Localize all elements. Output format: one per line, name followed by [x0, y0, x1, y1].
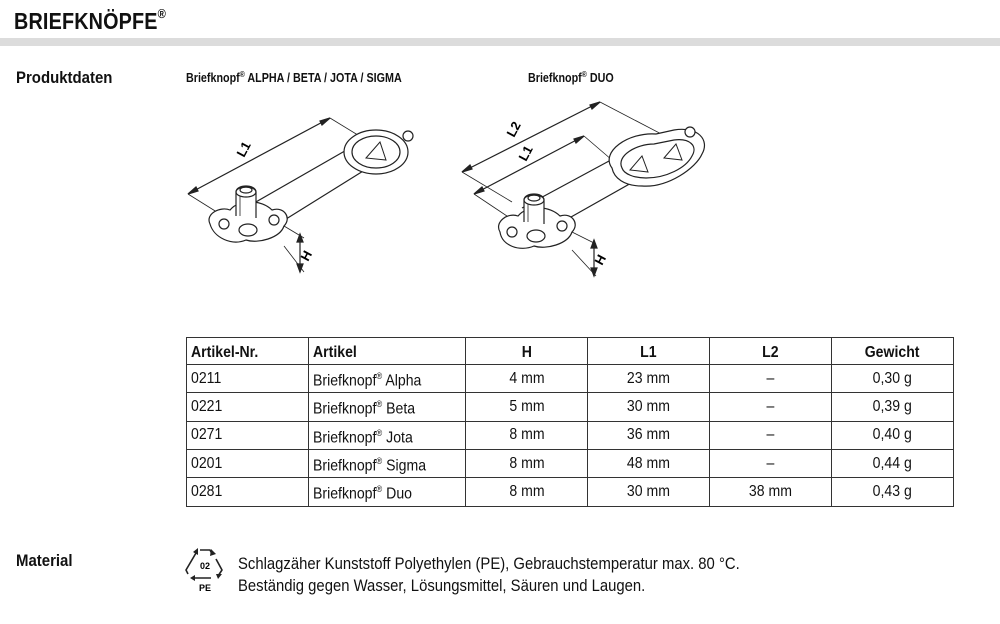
- column-header-gewicht: Gewicht: [831, 337, 954, 365]
- cell-artikel: Briefknopf® Duo: [308, 477, 466, 507]
- table-row: 0201 Briefknopf® Sigma 8 mm 48 mm – 0,44…: [186, 449, 954, 479]
- table-row: 0221 Briefknopf® Beta 5 mm 30 mm – 0,39 …: [186, 392, 954, 422]
- cell-h: 8 mm: [465, 477, 588, 507]
- briefknopf-drawing-duo: L2 L1 H: [461, 101, 705, 278]
- cell-artikel-nr: 0271: [186, 421, 309, 450]
- column-header-artikel: Artikel: [308, 337, 466, 365]
- cell-l1: 23 mm: [587, 364, 710, 394]
- cell-gewicht: 0,40 g: [831, 421, 954, 450]
- table-header-row: Artikel-Nr. Artikel H L1 L2 Gewicht: [186, 337, 954, 365]
- cell-artikel: Briefknopf® Beta: [308, 392, 466, 422]
- cell-h: 8 mm: [465, 449, 588, 479]
- table-row: 0281 Briefknopf® Duo 8 mm 30 mm 38 mm 0,…: [186, 477, 954, 507]
- cell-artikel-nr: 0211: [186, 364, 309, 394]
- column-header-l1: L1: [587, 337, 710, 365]
- table-row: 0271 Briefknopf® Jota 8 mm 36 mm – 0,40 …: [186, 421, 954, 450]
- figure-caption-left: Briefknopf® ALPHA / BETA / JOTA / SIGMA: [186, 70, 402, 86]
- cell-l2: –: [709, 421, 832, 450]
- cell-h: 5 mm: [465, 392, 588, 422]
- cell-artikel: Briefknopf® Jota: [308, 421, 466, 450]
- column-header-artikel-nr: Artikel-Nr.: [186, 337, 309, 365]
- dimension-l2-label: L2: [503, 119, 523, 139]
- cell-artikel-nr: 0221: [186, 392, 309, 422]
- cell-l1: 48 mm: [587, 449, 710, 479]
- recycling-pe-icon: 02 PE: [185, 548, 223, 593]
- dimension-l1-label: L1: [233, 139, 253, 159]
- cell-h: 4 mm: [465, 364, 588, 394]
- cell-l2: –: [709, 364, 832, 394]
- cell-l1: 30 mm: [587, 392, 710, 422]
- section-label-produktdaten: Produktdaten: [16, 68, 113, 87]
- material-description: Schlagzäher Kunststoff Polyethylen (PE),…: [238, 553, 740, 597]
- cell-gewicht: 0,30 g: [831, 364, 954, 394]
- cell-l1: 30 mm: [587, 477, 710, 507]
- cell-artikel-nr: 0201: [186, 449, 309, 479]
- page-title: BRIEFKNÖPFE®: [14, 6, 167, 34]
- cell-artikel: Briefknopf® Alpha: [308, 364, 466, 394]
- material-line-1: Schlagzäher Kunststoff Polyethylen (PE),…: [238, 555, 740, 573]
- product-data-table: Artikel-Nr. Artikel H L1 L2 Gewicht 0211…: [186, 337, 954, 507]
- cell-h: 8 mm: [465, 421, 588, 450]
- cell-artikel: Briefknopf® Sigma: [308, 449, 466, 479]
- title-rule: [0, 38, 1000, 46]
- cell-gewicht: 0,44 g: [831, 449, 954, 479]
- recycling-abbr: PE: [199, 583, 211, 593]
- cell-l2: –: [709, 392, 832, 422]
- section-label-material: Material: [16, 551, 73, 570]
- cell-l2: –: [709, 449, 832, 479]
- cell-artikel-nr: 0281: [186, 477, 309, 507]
- material-line-2: Beständig gegen Wasser, Lösungsmittel, S…: [238, 577, 646, 595]
- briefknopf-drawing-single: L1 H: [187, 117, 414, 274]
- column-header-l2: L2: [709, 337, 832, 365]
- figure-caption-right: Briefknopf® DUO: [528, 70, 614, 86]
- table-row: 0211 Briefknopf® Alpha 4 mm 23 mm – 0,30…: [186, 364, 954, 394]
- cell-gewicht: 0,43 g: [831, 477, 954, 507]
- cell-l2: 38 mm: [709, 477, 832, 507]
- cell-l1: 36 mm: [587, 421, 710, 450]
- cell-gewicht: 0,39 g: [831, 392, 954, 422]
- dimension-l1-label-duo: L1: [515, 143, 535, 163]
- column-header-h: H: [465, 337, 588, 365]
- recycling-code: 02: [200, 561, 210, 571]
